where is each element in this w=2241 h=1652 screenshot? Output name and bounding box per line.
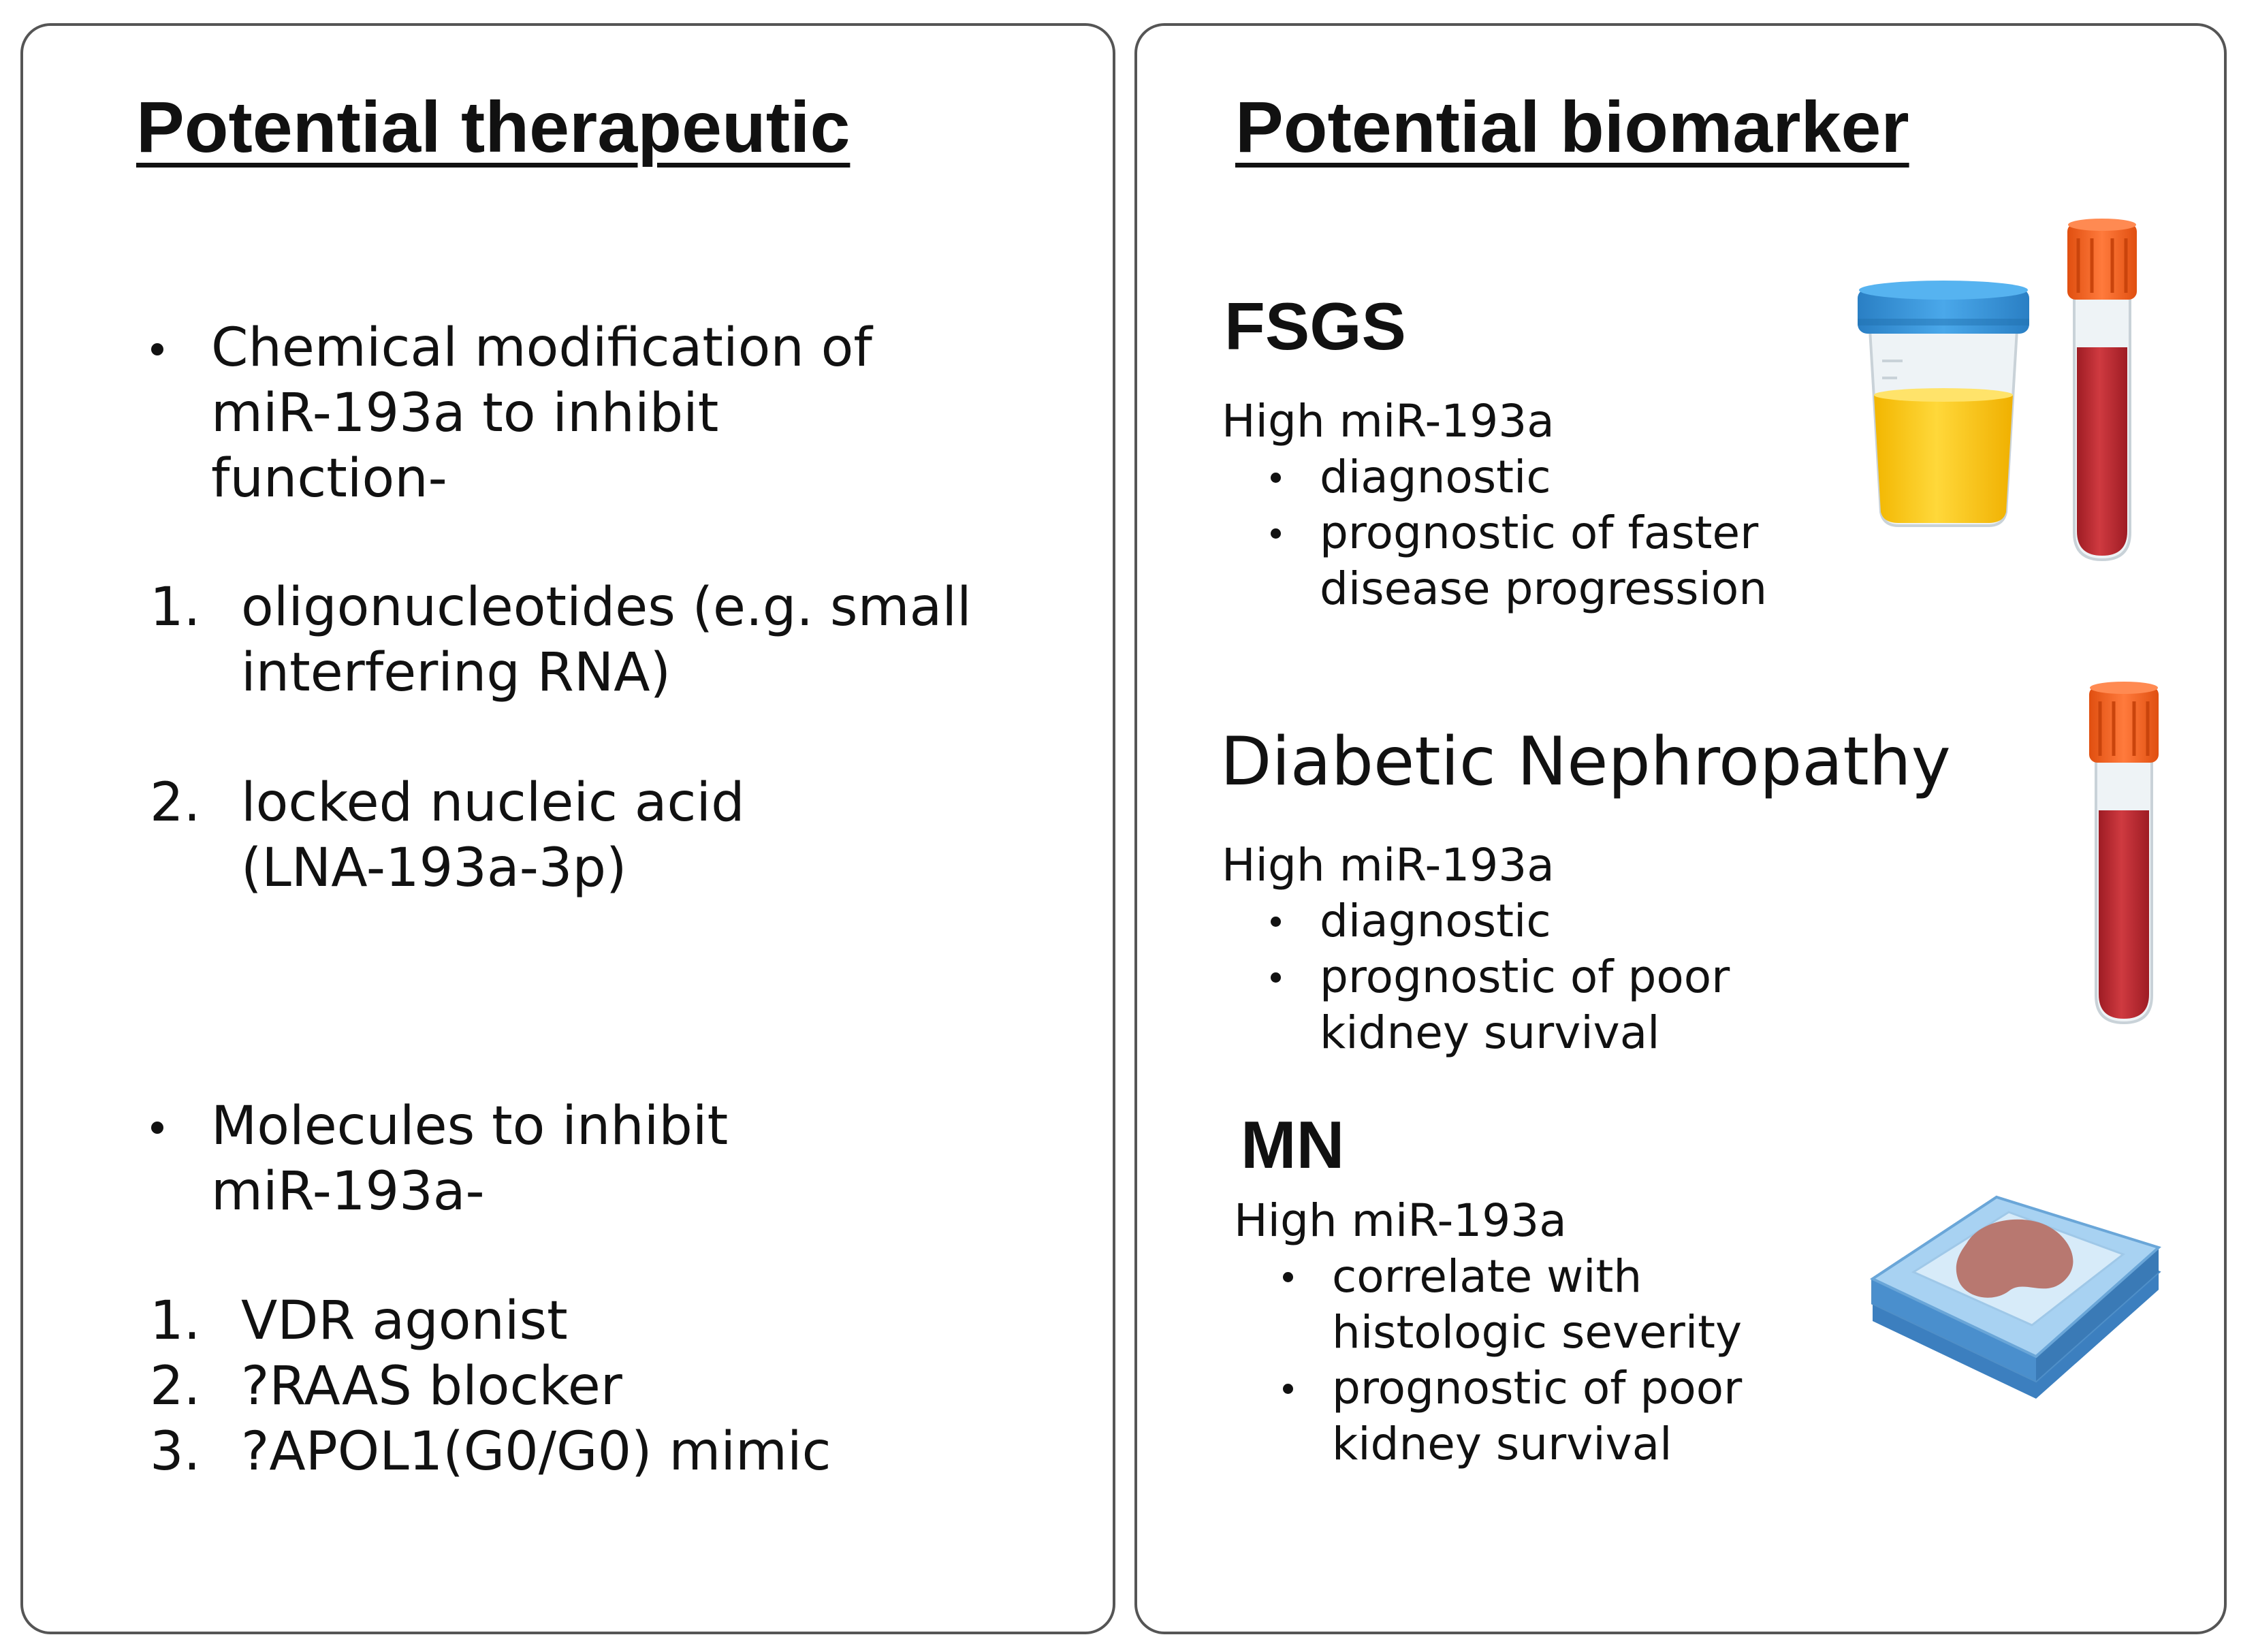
list-item-line: ?APOL1(G0/G0) mimic	[241, 1421, 831, 1482]
bullet-marker	[1271, 972, 1281, 983]
bullet-text-line: function-	[211, 448, 447, 509]
list-number: 3.	[150, 1421, 201, 1482]
list-item-line: locked nucleic acid	[241, 772, 745, 833]
bullet-marker	[151, 1122, 163, 1134]
fsgs-lead: High miR-193a	[1222, 395, 1555, 447]
mn-point-continuation: histologic severity	[1332, 1306, 1743, 1359]
list-number: 1.	[150, 577, 201, 638]
list-number: 2.	[150, 772, 201, 833]
bullet-text-line: miR-193a-	[211, 1161, 485, 1222]
biomarker-title: Potential biomarker	[1235, 87, 1909, 168]
list-item-line: interfering RNA)	[241, 642, 671, 703]
list-number: 2.	[150, 1356, 201, 1417]
dn-point: diagnostic	[1320, 895, 1551, 947]
mn-point: prognostic of poor	[1332, 1362, 1743, 1414]
bullet-marker	[1271, 917, 1281, 927]
mn-lead: High miR-193a	[1234, 1194, 1567, 1247]
kidney-biopsy-slide-icon	[1869, 1195, 2161, 1399]
dn-lead: High miR-193a	[1222, 839, 1555, 891]
bullet-marker	[151, 343, 163, 355]
fsgs-point-continuation: disease progression	[1320, 562, 1768, 615]
list-number: 1.	[150, 1290, 201, 1352]
fsgs-point: prognostic of faster	[1320, 507, 1759, 559]
dn-point-continuation: kidney survival	[1320, 1006, 1660, 1059]
dn-point: prognostic of poor	[1320, 951, 1730, 1003]
list-item-line: VDR agonist	[241, 1290, 568, 1352]
bullet-marker	[1283, 1384, 1293, 1394]
mn-point: correlate with	[1332, 1250, 1642, 1303]
biomarker-panel: Potential biomarker FSGS High miR-193a d…	[1134, 23, 2227, 1634]
fsgs-point: diagnostic	[1320, 451, 1551, 503]
bullet-marker	[1271, 473, 1281, 483]
mn-heading: MN	[1241, 1107, 1345, 1182]
bullet-text-line: Molecules to inhibit	[211, 1096, 729, 1157]
list-item-line: (LNA-193a-3p)	[241, 838, 627, 899]
bullet-marker	[1283, 1272, 1293, 1282]
therapeutic-panel: Potential therapeutic Chemical modificat…	[20, 23, 1115, 1634]
urine-sample-cup-icon	[1858, 281, 2029, 527]
blood-sample-tube-icon	[2067, 219, 2137, 562]
bullet-text-line: Chemical modification of	[211, 317, 872, 379]
bullet-marker	[1271, 528, 1281, 539]
blood-sample-tube-icon	[2089, 682, 2159, 1025]
fsgs-heading: FSGS	[1224, 289, 1406, 364]
dn-heading: Diabetic Nephropathy	[1220, 723, 1951, 801]
list-item-line: ?RAAS blocker	[241, 1356, 622, 1417]
therapeutic-title: Potential therapeutic	[136, 87, 851, 168]
list-item-line: oligonucleotides (e.g. small	[241, 577, 972, 638]
mn-point-continuation: kidney survival	[1332, 1418, 1672, 1470]
bullet-text-line: miR-193a to inhibit	[211, 383, 719, 444]
